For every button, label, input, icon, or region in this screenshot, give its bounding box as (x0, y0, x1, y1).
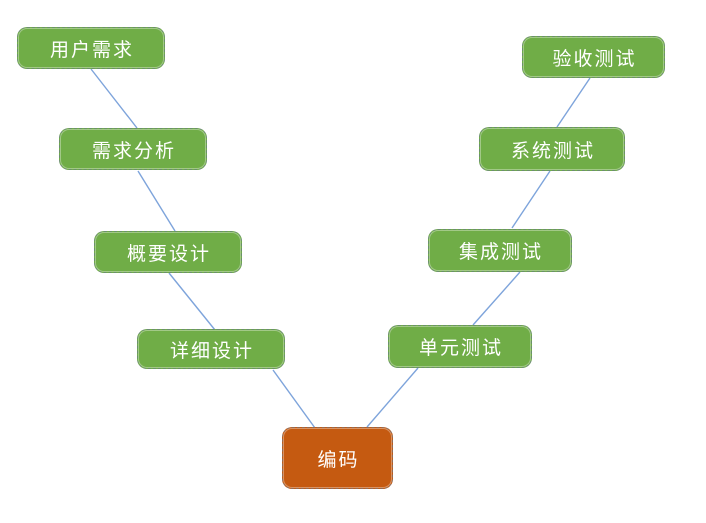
node-integration-testing: 集成测试 (428, 229, 572, 272)
node-label: 系统测试 (510, 140, 595, 162)
connector-line (272, 369, 316, 429)
node-label: 集成测试 (458, 242, 543, 263)
connector-line (511, 170, 551, 229)
node-label: 详细设计 (169, 340, 254, 362)
connector-line (556, 77, 591, 128)
node-label: 单元测试 (418, 338, 503, 359)
connector-line (366, 367, 419, 428)
connector-line (137, 170, 176, 232)
node-system-testing: 系统测试 (479, 127, 625, 171)
node-detailed-design: 详细设计 (137, 329, 285, 369)
node-label: 编码 (317, 449, 360, 471)
node-unit-testing: 单元测试 (388, 325, 532, 368)
node-preliminary-design: 概要设计 (94, 231, 242, 273)
node-label: 用户需求 (49, 39, 134, 61)
node-coding: 编码 (282, 427, 393, 489)
connector-line (90, 68, 138, 129)
node-label: 需求分析 (91, 140, 176, 162)
node-label: 概要设计 (126, 243, 211, 265)
node-requirements-analysis: 需求分析 (59, 128, 207, 170)
node-label: 验收测试 (552, 48, 637, 70)
connector-line (472, 271, 521, 326)
node-user-requirements: 用户需求 (17, 27, 165, 69)
connector-line (168, 272, 216, 331)
node-acceptance-testing: 验收测试 (522, 36, 665, 78)
